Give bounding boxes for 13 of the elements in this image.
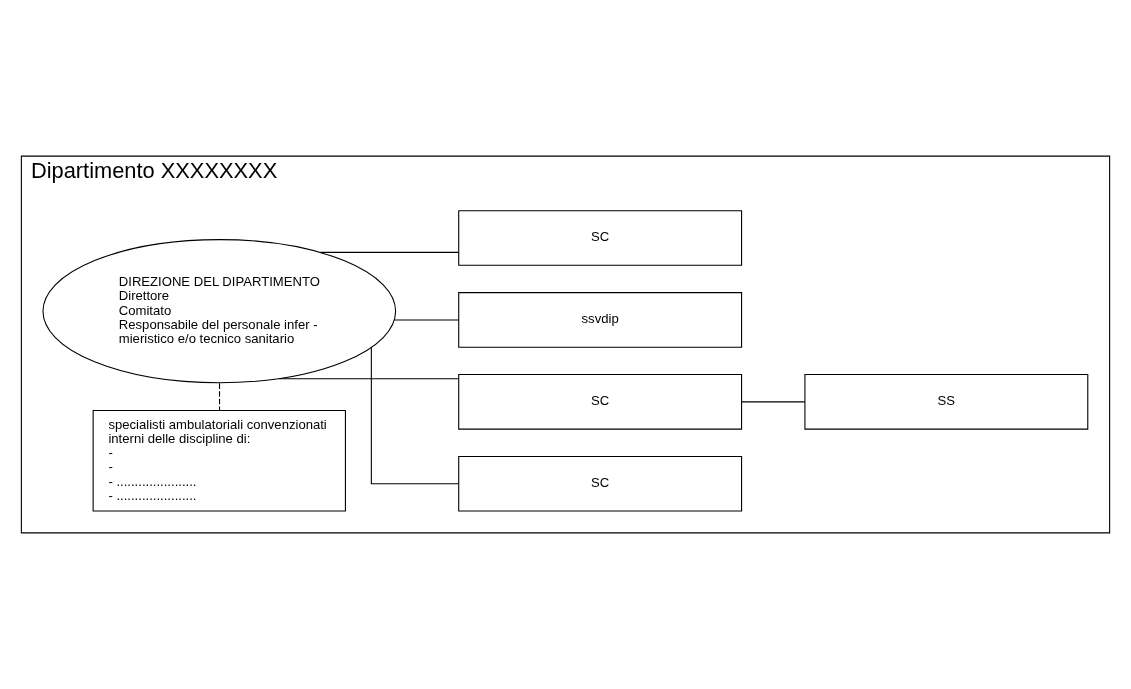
connector [219,382,221,411]
node-box: ssvdip [458,292,743,348]
connector [741,401,806,403]
node-box: SS [804,374,1089,430]
node-box: SC [458,374,743,430]
node-box: SC [458,210,743,266]
connector [278,378,459,380]
connector [319,251,459,253]
connector [393,319,460,321]
node-box: SC [458,455,743,512]
node-ellipse: DIREZIONE DEL DIPARTIMENTO Direttore Comitato Responsabile del personale infer - mieristico e/o tecnico sanitario [42,239,397,384]
connector [370,347,460,485]
node-box: specialisti ambulatoriali convenzionati interni delle discipline di: - - - ...................... - ...................... [92,410,346,512]
